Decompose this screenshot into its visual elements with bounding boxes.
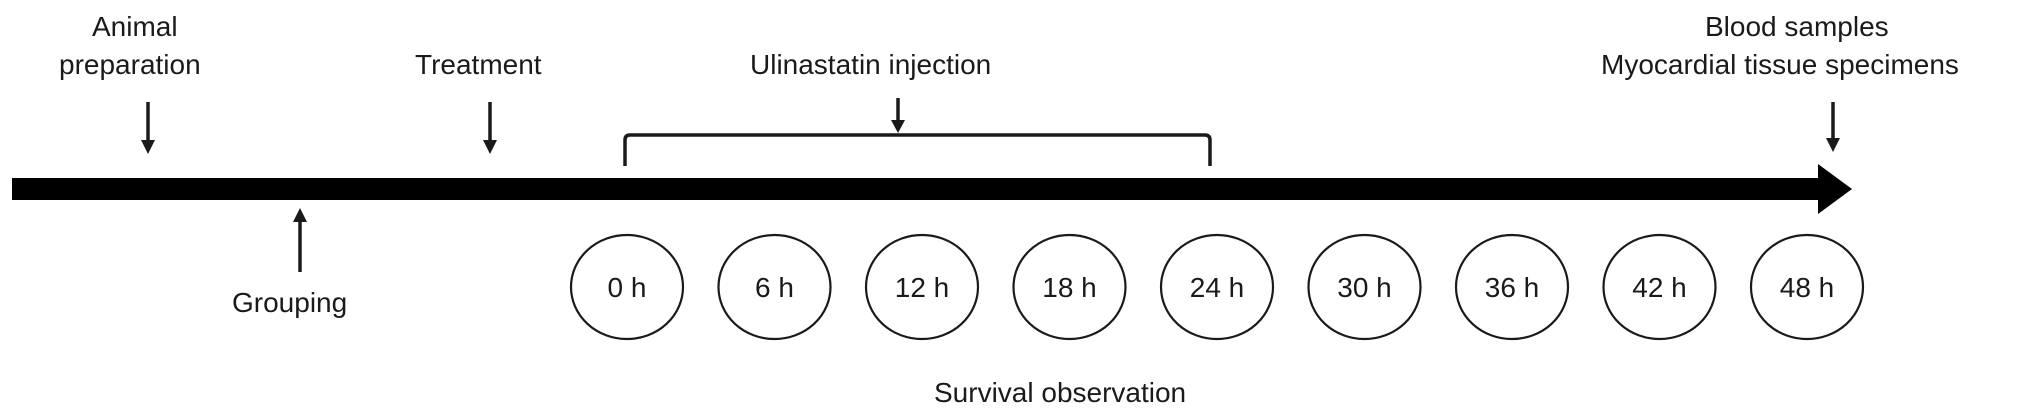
timepoint-label: 48 h (1780, 272, 1835, 303)
timepoint-6h: 6 h (717, 233, 832, 341)
timepoint-circle (1602, 233, 1717, 341)
timepoint-18h: 18 h (1012, 233, 1127, 341)
label-survival-observation: Survival observation (934, 377, 1186, 408)
label-ulinastatin-injection: Ulinastatin injection (750, 49, 991, 80)
timepoint-42h: 42 h (1602, 233, 1717, 341)
timepoint-circle (1749, 233, 1865, 341)
timepoint-36h: 36 h (1454, 233, 1570, 341)
arrow-down-samples (1826, 102, 1840, 152)
timepoint-circle (1307, 233, 1422, 341)
arrow-up-grouping (293, 208, 307, 272)
timepoint-circle (717, 233, 832, 341)
timepoint-12h: 12 h (864, 233, 980, 341)
label-blood-samples: Blood samples (1705, 11, 1889, 42)
timeline-arrowhead (1818, 164, 1852, 214)
timepoint-30h: 30 h (1307, 233, 1422, 341)
timepoint-circle (569, 233, 685, 341)
timeline-bar (12, 178, 1830, 200)
arrow-down-ulinastatin (891, 98, 905, 133)
timepoint-circle (1454, 233, 1570, 341)
timepoint-circle (864, 233, 980, 341)
injection-bracket (623, 133, 1212, 166)
timepoint-row: 0 h 6 h 12 h 18 h 24 h 30 h 36 h 42 h 48 h (569, 233, 1865, 341)
timepoint-label: 6 h (755, 272, 794, 303)
timepoint-label: 18 h (1042, 272, 1097, 303)
label-treatment: Treatment (415, 49, 542, 80)
timepoint-48h: 48 h (1749, 233, 1865, 341)
label-grouping: Grouping (232, 287, 347, 318)
arrow-down-animal-preparation (141, 102, 155, 154)
timepoint-label: 0 h (608, 272, 647, 303)
arrow-down-treatment (483, 102, 497, 154)
timepoint-label: 12 h (895, 272, 950, 303)
timepoint-label: 30 h (1337, 272, 1392, 303)
timepoint-label: 24 h (1190, 272, 1245, 303)
timepoint-24h: 24 h (1159, 233, 1275, 341)
label-myocardial-tissue: Myocardial tissue specimens (1601, 49, 1959, 80)
timepoint-label: 42 h (1632, 272, 1687, 303)
label-animal-preparation-line2: preparation (59, 49, 201, 80)
label-animal-preparation-line1: Animal (92, 11, 178, 42)
timepoint-circle (1012, 233, 1127, 341)
timepoint-label: 36 h (1485, 272, 1540, 303)
timepoint-circle (1159, 233, 1275, 341)
timepoint-0h: 0 h (569, 233, 685, 341)
